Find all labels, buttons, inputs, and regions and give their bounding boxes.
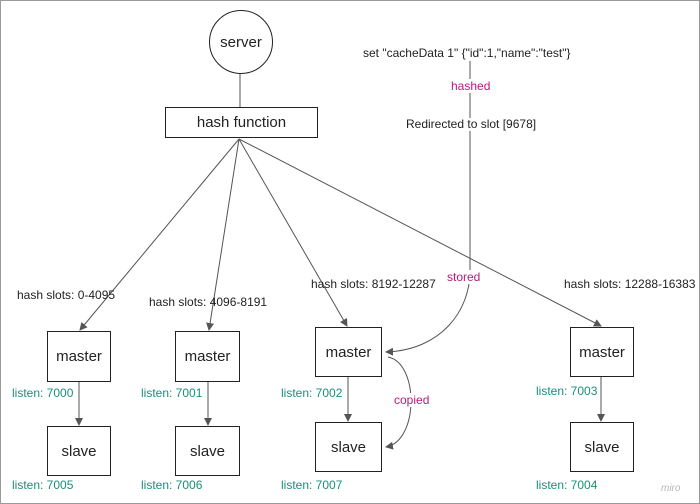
master-listen-3: listen: 7002 <box>281 386 343 400</box>
hash-to-master-3-arrow <box>238 138 348 327</box>
master-listen-4: listen: 7003 <box>536 384 598 398</box>
slave-box-4: slave <box>570 422 634 472</box>
copied-label: copied <box>393 393 431 407</box>
slave-listen-1: listen: 7005 <box>12 478 74 492</box>
redirect-text: Redirected to slot [9678] <box>406 117 537 131</box>
slave-listen-4: listen: 7004 <box>536 478 598 492</box>
stored-label: stored <box>446 270 482 284</box>
master-box-4: master <box>570 327 634 377</box>
hash-to-master-1-arrow <box>79 138 240 331</box>
hash-function-label: hash function <box>196 114 287 131</box>
hash-slots-label-2: hash slots: 4096-8191 <box>149 295 268 309</box>
master-label-1: master <box>56 348 102 365</box>
slave-label-3: slave <box>330 438 367 456</box>
set-command-text: set "cacheData 1" {"id":1,"name":"test"} <box>363 46 571 60</box>
master-label-3: master <box>325 343 372 361</box>
slave-listen-3: listen: 7007 <box>281 478 343 492</box>
slave-box-1: slave <box>47 426 111 476</box>
server-label: server <box>220 33 262 51</box>
master-box-1: master <box>47 331 111 382</box>
hashed-label: hashed <box>450 79 492 93</box>
slave-label-4: slave <box>584 438 620 456</box>
stored-curve <box>385 131 471 356</box>
slave-label-2: slave <box>189 442 226 460</box>
miro-watermark: miro <box>661 483 681 494</box>
hash-function-box: hash function <box>165 107 318 138</box>
hash-slots-label-3: hash slots: 8192-12287 <box>311 277 436 291</box>
hash-to-master-4-arrow <box>238 138 602 327</box>
slave-listen-2: listen: 7006 <box>141 478 203 492</box>
master-listen-2: listen: 7001 <box>141 386 203 400</box>
master-listen-1: listen: 7000 <box>12 386 74 400</box>
master-box-2: master <box>175 331 240 382</box>
master-label-4: master <box>579 343 625 361</box>
hash-to-master-2-arrow <box>206 138 240 331</box>
slave-label-1: slave <box>61 442 97 460</box>
hash-slots-label-4: hash slots: 12288-16383 <box>564 277 696 291</box>
server-node: server <box>209 10 273 74</box>
hash-slots-label-1: hash slots: 0-4095 <box>17 288 116 302</box>
master-box-3: master <box>315 327 382 377</box>
slave-box-2: slave <box>175 426 240 476</box>
slave-box-3: slave <box>315 422 382 472</box>
master-label-2: master <box>184 348 231 365</box>
